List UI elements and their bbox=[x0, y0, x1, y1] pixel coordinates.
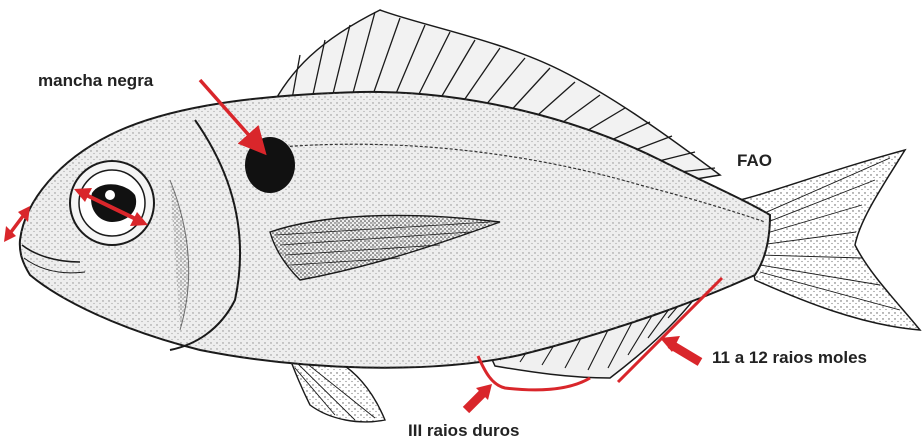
source-label: FAO bbox=[737, 152, 772, 169]
soft-rays-label: 11 a 12 raios moles bbox=[712, 349, 867, 366]
fish-eye bbox=[70, 161, 154, 245]
hard-rays-arrow bbox=[466, 392, 484, 410]
black-spot-label: mancha negra bbox=[38, 72, 153, 89]
hard-rays-label: III raios duros bbox=[408, 422, 519, 439]
black-spot bbox=[245, 137, 295, 193]
